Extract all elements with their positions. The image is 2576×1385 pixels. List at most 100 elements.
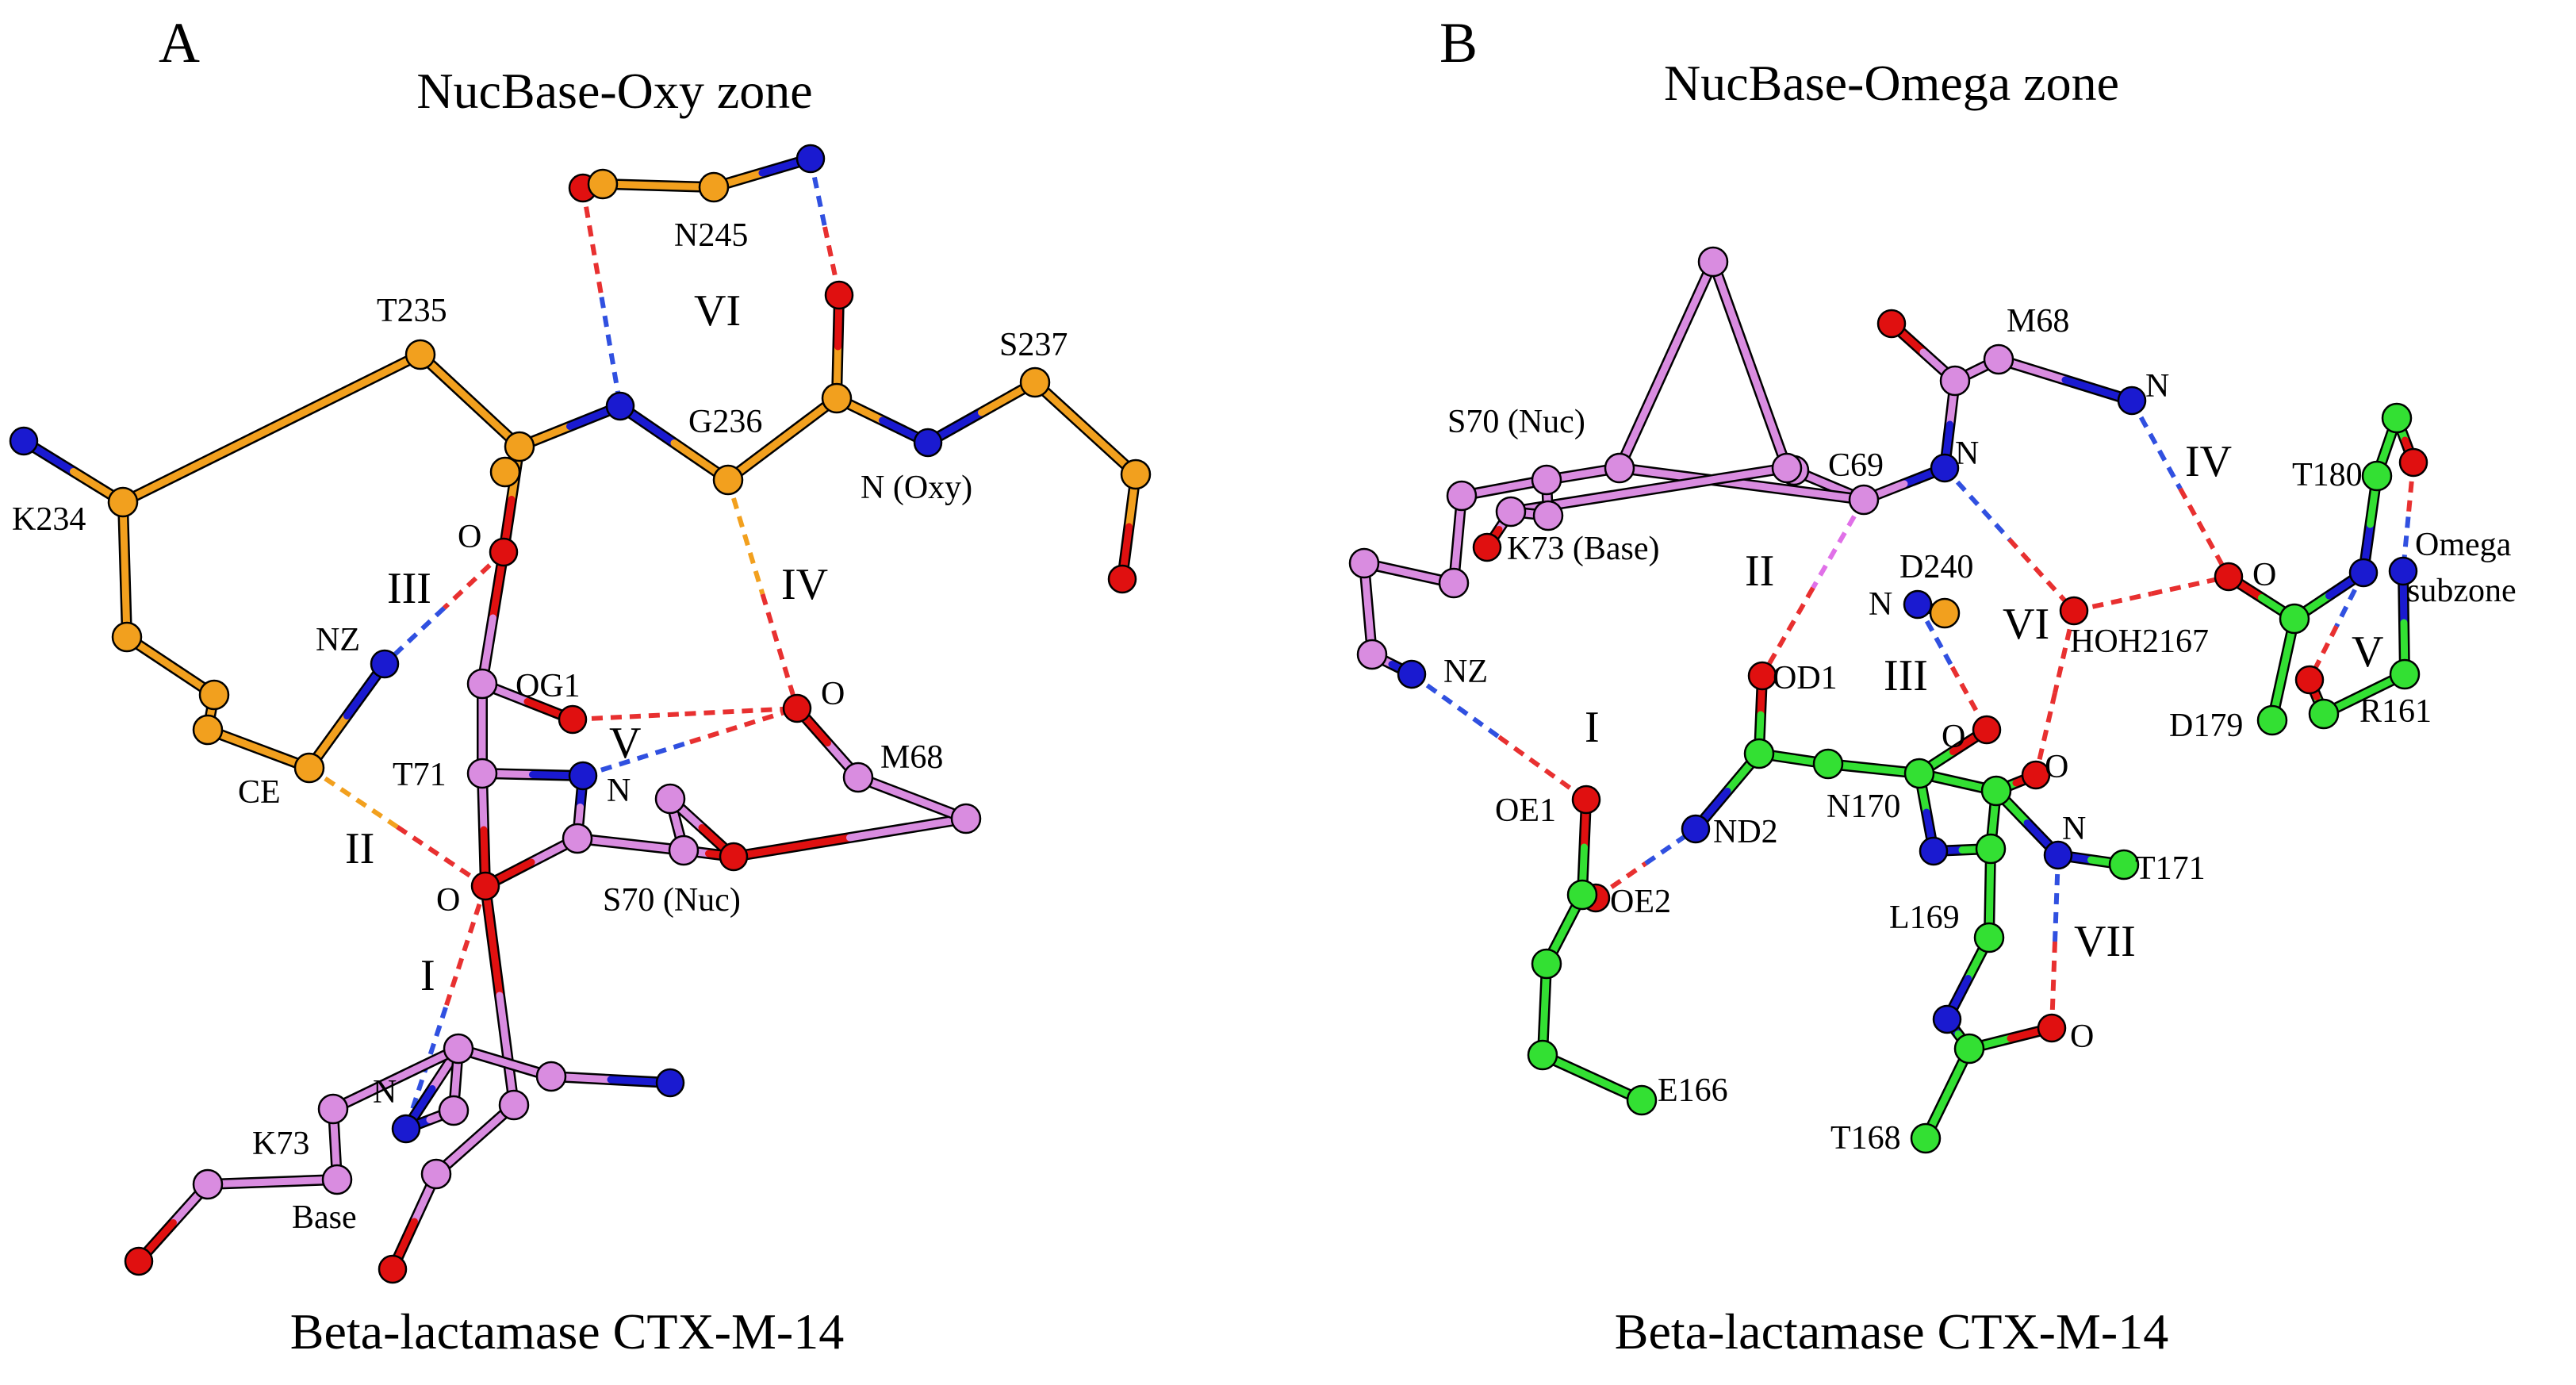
b-atom-s70a <box>1531 464 1562 496</box>
label-b-iv: IV <box>2185 437 2232 486</box>
b-atom-t171n <box>2043 840 2073 870</box>
panel-a-title: NucBase-Oxy zone <box>416 63 812 119</box>
a-atom-k73i <box>420 1158 452 1190</box>
label-b-d179: D179 <box>2169 708 2243 744</box>
label-b-n-d240: N <box>1869 586 1892 623</box>
label-i: I <box>420 951 435 1000</box>
a-atom-s237o <box>1107 564 1137 594</box>
a-atom-s70a <box>562 823 593 854</box>
panel-b-labels: M68 N S70 (Nuc) N C69 IV T180 K73 (Base)… <box>1443 303 2517 1157</box>
b-atom-e166a <box>1566 879 1598 911</box>
label-b-r161: R161 <box>2359 693 2432 730</box>
b-bond-9-b <box>1507 486 1653 516</box>
a-atom-g236n <box>605 391 635 421</box>
a-atom-k234ce <box>293 752 325 784</box>
b-atom-n170a <box>1743 738 1775 769</box>
b-hbond-10-b <box>2307 625 2339 681</box>
b-atom-n170d <box>1980 775 2012 807</box>
panel-a-labels: N245 VI T235 S237 G236 K234 N (Oxy) O II… <box>12 217 1068 1236</box>
a-atom-k73h <box>124 1246 154 1276</box>
a-atom-g236o <box>824 280 854 310</box>
label-iii: III <box>387 564 431 613</box>
a-atom-k73c <box>655 1068 685 1098</box>
b-hbond-7-a <box>2053 610 2076 694</box>
label-b-t171: T171 <box>2135 850 2206 887</box>
label-b-vii: VII <box>2074 917 2136 966</box>
label-b-omega: Omega <box>2415 527 2512 563</box>
a-atom-t71n <box>568 761 598 791</box>
b-atom-t168o <box>2037 1013 2067 1043</box>
label-b-s70: S70 (Nuc) <box>1447 404 1585 440</box>
label-b-o-t168: O <box>2070 1019 2094 1055</box>
b-atom-t168n <box>1932 1004 1962 1034</box>
b-atom-t168b <box>1910 1122 1942 1154</box>
label-k234: K234 <box>12 501 86 538</box>
b-atom-t180a <box>2361 460 2393 492</box>
b-hbond-1-b <box>2007 537 2076 613</box>
label-b-i: I <box>1585 703 1600 752</box>
label-b-ii: II <box>1745 547 1774 596</box>
a-hbond-4-b <box>760 593 799 709</box>
b-atom-l169a <box>1919 836 1949 866</box>
b-bond-8-b <box>1738 480 1868 504</box>
b-hbond-7-b <box>2034 692 2057 776</box>
a-atom-s237n <box>913 428 943 458</box>
b-hbond-0-b <box>2178 487 2231 578</box>
a-bond-33-a <box>481 882 504 999</box>
label-s70: S70 (Nuc) <box>603 882 741 919</box>
a-atom-s70b <box>668 834 700 866</box>
a-atom-k73d <box>498 1089 530 1121</box>
label-t71: T71 <box>393 757 447 793</box>
label-ce: CE <box>238 774 281 811</box>
a-atom-k234c <box>198 679 230 711</box>
b-atom-l169b <box>1975 833 2007 865</box>
label-b-n-m68: N <box>2145 368 2169 405</box>
b-bond-6-a <box>1662 258 1717 369</box>
a-atom-g236ca <box>712 464 744 496</box>
label-b-m68: M68 <box>2007 303 2069 340</box>
a-bond-30-a <box>730 834 853 861</box>
b-atom-c69n <box>1930 453 1960 483</box>
label-g236: G236 <box>688 404 762 440</box>
a-atom-t235c <box>504 431 535 462</box>
b-hbond-8-a <box>2053 854 2060 942</box>
label-vi: VI <box>694 286 741 336</box>
a-atom-s70o <box>470 871 500 901</box>
b-atom-r161b <box>2308 698 2340 730</box>
panel-a-atoms <box>9 144 1152 1284</box>
a-atom-k73g <box>192 1168 224 1200</box>
a-hbond-1-a <box>808 158 827 228</box>
a-atom-s70og <box>719 842 749 872</box>
label-n245: N245 <box>674 217 748 254</box>
b-atom-m68ca <box>1983 343 2014 375</box>
label-n-k73: N <box>373 1074 397 1111</box>
b-atom-s70c <box>1472 532 1502 562</box>
b-atom-m68c <box>1939 365 1971 397</box>
a-atom-k73k <box>438 1095 470 1126</box>
a-atom-k73e <box>317 1093 349 1125</box>
label-o-top: O <box>458 519 481 555</box>
label-t235: T235 <box>377 293 447 329</box>
label-b-oe1: OE1 <box>1495 792 1556 829</box>
b-atom-wN <box>2348 558 2379 588</box>
b-hbond-4-b <box>1497 735 1588 802</box>
b-atom-m68n <box>2117 386 2147 416</box>
a-hbond-0-a <box>581 187 604 298</box>
b-atom-s70g <box>1356 639 1388 670</box>
b-atom-r161a <box>2389 658 2421 690</box>
label-b-e166: E166 <box>1658 1072 1728 1109</box>
label-b-n170: N170 <box>1827 788 1900 825</box>
label-b-n-c69: N <box>1955 435 1979 472</box>
b-hbond-8-b <box>2049 941 2057 1029</box>
a-atom-k73a <box>443 1033 474 1065</box>
a-atom-k73n <box>391 1114 421 1144</box>
b-atom-s70top <box>1697 246 1729 278</box>
b-atom-s70r <box>1771 452 1803 484</box>
label-b-t168: T168 <box>1830 1120 1901 1157</box>
b-atom-t168a <box>1953 1033 1985 1065</box>
a-atom-oTop <box>489 537 519 567</box>
label-o-s70: O <box>436 882 460 919</box>
b-atom-s70d <box>1446 480 1478 512</box>
panel-b: B NucBase-Omega zone Beta-lactamase CTX-… <box>1348 11 2517 1360</box>
b-bond-6-b <box>1616 361 1670 472</box>
